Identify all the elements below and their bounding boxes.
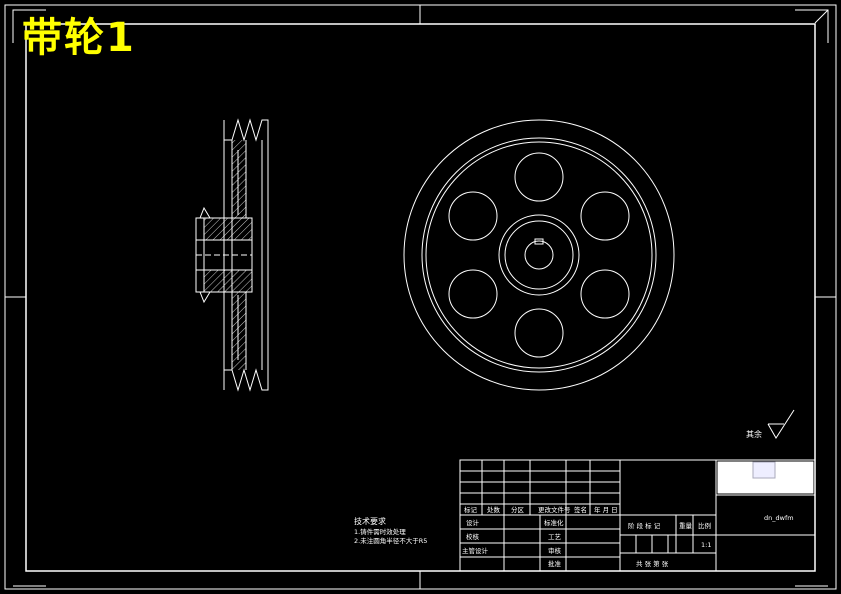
surface-note: 其余 xyxy=(746,429,762,439)
title-block-text: 标记 处数 分区 更改文件号 签名 年 月 日 设计 校核 主管设计 标准化 工… xyxy=(462,505,794,568)
tb-header-sign: 签名 xyxy=(574,505,587,514)
tb-scale-value: 1:1 xyxy=(701,541,711,549)
tb-process: 工艺 xyxy=(548,533,562,541)
surface-roughness-symbol xyxy=(767,409,795,439)
pulley-front-view xyxy=(403,119,675,391)
drawing-title: 带轮1 xyxy=(22,15,136,61)
tb-header-date: 年 月 日 xyxy=(594,505,618,514)
tb-drawing-number: dn_dwfm xyxy=(764,514,794,522)
tb-scale: 比例 xyxy=(698,521,711,530)
tb-header-zone: 分区 xyxy=(511,505,525,514)
tb-header-count: 处数 xyxy=(487,505,501,514)
pulley-side-section-view xyxy=(195,118,269,392)
tb-header-change-doc: 更改文件号 xyxy=(538,505,571,514)
tb-weight: 重量 xyxy=(679,522,693,530)
tech-req-line-2: 2.未注圆角半径不大于R5 xyxy=(354,536,427,545)
title-block xyxy=(459,459,816,572)
tb-chief-design: 主管设计 xyxy=(462,546,489,555)
tb-check: 校核 xyxy=(466,532,480,541)
technical-requirements: 技术要求 1.铸件需时效处理 2.未注圆角半径不大于R5 xyxy=(354,516,427,545)
drawing-frame xyxy=(4,4,837,590)
tb-sheets: 共 张 第 张 xyxy=(636,559,669,568)
tech-req-line-1: 1.铸件需时效处理 xyxy=(354,527,406,536)
tech-req-title: 技术要求 xyxy=(354,516,386,526)
tb-standardization: 标准化 xyxy=(544,518,564,527)
tb-design: 设计 xyxy=(466,518,480,527)
tb-header-mark: 标记 xyxy=(464,505,478,514)
tb-stage-header: 阶 段 标 记 xyxy=(628,521,661,530)
tb-approve: 批准 xyxy=(548,559,562,568)
tb-review: 审核 xyxy=(548,546,562,555)
